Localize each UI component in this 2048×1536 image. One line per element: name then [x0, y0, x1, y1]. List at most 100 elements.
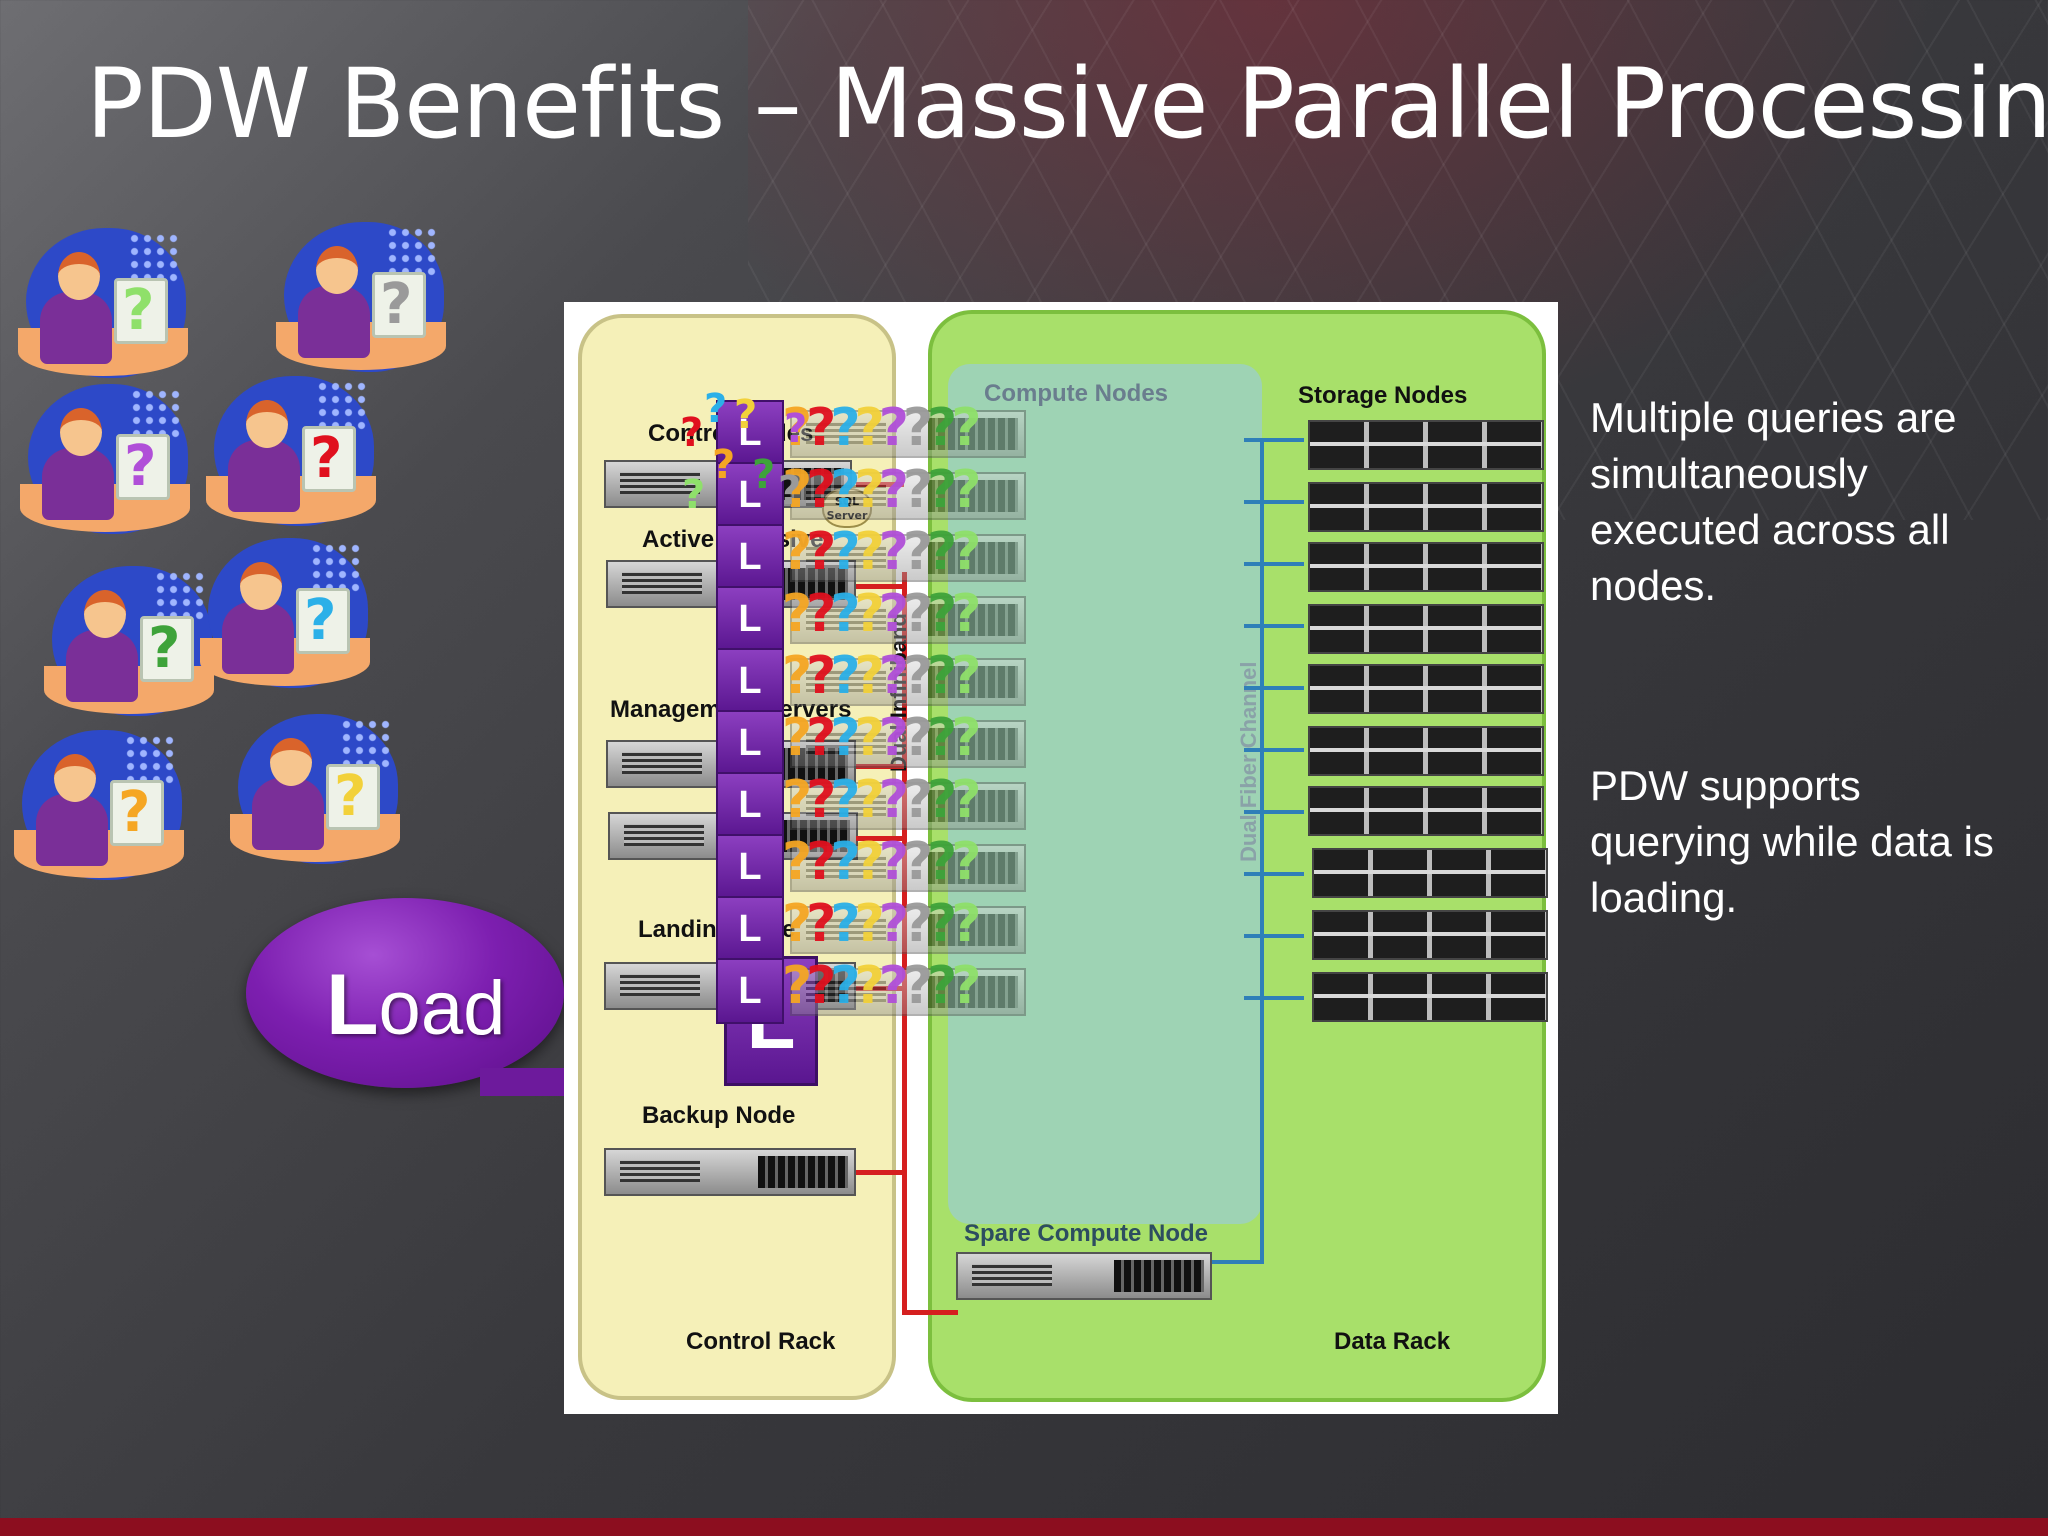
query-question-mark: ?: [806, 646, 836, 706]
query-question-mark: ?: [927, 708, 957, 768]
query-question-mark: ?: [878, 584, 909, 644]
compute-node-load-l: L: [716, 586, 784, 652]
compute-node-queries: ????????: [782, 584, 981, 654]
user-dots: [310, 542, 364, 592]
compute-node-load-l: L: [716, 400, 784, 466]
query-question-mark: ?: [830, 646, 860, 706]
query-question-mark: ?: [854, 832, 885, 892]
fiber-link: [1244, 686, 1304, 690]
query-question-mark: ?: [902, 956, 933, 1016]
person-body: [228, 440, 300, 512]
compute-node-server: [790, 720, 1026, 768]
query-question-mark: ?: [854, 584, 885, 644]
query-question-mark: ?: [830, 584, 860, 644]
query-question-mark: ?: [878, 832, 909, 892]
query-question-mark: ?: [854, 522, 885, 582]
query-question-mark: ?: [830, 522, 860, 582]
compute-node-server: [790, 782, 1026, 830]
query-question-mark: ?: [148, 616, 181, 681]
backup-node-server: [604, 1148, 856, 1196]
query-question-mark: ?: [951, 460, 981, 520]
query-question-mark: ?: [902, 522, 933, 582]
computer-monitor-icon: [326, 764, 380, 830]
person-head: [316, 246, 358, 294]
user-at-computer: ?: [276, 216, 446, 376]
query-question-mark: ?: [712, 442, 736, 488]
compute-node-queries: ????????: [782, 646, 981, 716]
query-question-mark: ?: [854, 398, 885, 458]
query-question-mark: ?: [902, 832, 933, 892]
query-question-mark: ?: [854, 460, 885, 520]
query-question-mark: ?: [782, 584, 812, 644]
fiber-link: [1244, 624, 1304, 628]
fiber-link: [1244, 872, 1304, 876]
query-question-mark: ?: [830, 708, 860, 768]
infiniband-link: [856, 584, 904, 589]
spare-node-wire: [902, 1310, 958, 1315]
query-question-mark: ?: [310, 426, 343, 491]
compute-node-load-l: L: [716, 772, 784, 838]
query-question-mark: ?: [878, 460, 909, 520]
fiber-link: [1244, 810, 1304, 814]
query-question-mark: ?: [878, 956, 909, 1016]
benefit-point-2: PDW supports querying while data is load…: [1590, 762, 1994, 921]
query-question-mark: ?: [806, 708, 836, 768]
user-dots: [128, 232, 182, 282]
query-question-mark: ?: [902, 584, 933, 644]
storage-node: [1308, 482, 1544, 532]
compute-node-queries: ????????: [782, 832, 981, 902]
query-question-mark: ?: [682, 472, 706, 518]
person-head: [58, 252, 100, 300]
fiber-channel-bus: [1260, 442, 1264, 1262]
compute-node-queries: ????????: [782, 894, 981, 964]
computer-monitor-icon: [114, 278, 168, 344]
computer-monitor-icon: [372, 272, 426, 338]
query-question-mark: ?: [782, 956, 812, 1016]
compute-node-server: [790, 658, 1026, 706]
load-bubble: [246, 898, 564, 1088]
storage-node: [1308, 664, 1544, 714]
query-question-mark: ?: [806, 460, 836, 520]
storage-node: [1312, 972, 1548, 1022]
spare-compute-node-label: Spare Compute Node: [964, 1220, 1209, 1247]
query-question-mark: ?: [704, 386, 728, 432]
load-label-first-letter: L: [326, 957, 379, 1053]
fiber-link: [1244, 996, 1304, 1000]
query-question-mark: ?: [951, 584, 981, 644]
computer-monitor-icon: [116, 434, 170, 500]
query-question-mark: ?: [927, 832, 957, 892]
person-head: [270, 738, 312, 786]
storage-node: [1308, 604, 1544, 654]
query-question-mark: ?: [782, 708, 812, 768]
storage-node: [1308, 420, 1544, 470]
query-question-mark: ?: [380, 272, 413, 337]
load-label-rest: oad: [378, 966, 506, 1051]
user-dots: [124, 734, 178, 784]
user-at-computer: ?: [18, 222, 188, 382]
pdw-architecture-diagram: Control Nodes SQL Server Active / Passiv…: [564, 302, 1558, 1414]
user-at-computer: ?: [14, 724, 184, 884]
person-body: [222, 602, 294, 674]
person-body: [66, 630, 138, 702]
data-rack-label: Data Rack: [1334, 1328, 1451, 1355]
query-question-mark: ?: [782, 894, 812, 954]
query-question-mark: ?: [951, 398, 981, 458]
person-head: [84, 590, 126, 638]
query-question-mark: ?: [927, 584, 957, 644]
query-question-mark: ?: [902, 708, 933, 768]
person-body: [40, 292, 112, 364]
compute-node-load-l: L: [716, 462, 784, 528]
query-question-mark: ?: [854, 894, 885, 954]
fiber-link: [1244, 748, 1304, 752]
compute-node-server: [790, 534, 1026, 582]
query-question-mark: ?: [778, 468, 802, 514]
load-bubble-tail: [480, 1068, 568, 1096]
query-question-mark: ?: [806, 398, 836, 458]
query-question-mark: ?: [830, 460, 860, 520]
storage-nodes-label: Storage Nodes: [1298, 382, 1468, 409]
query-question-mark: ?: [784, 406, 808, 452]
query-question-mark: ?: [830, 894, 860, 954]
benefit-point-1: Multiple queries are simultaneously exec…: [1590, 394, 1957, 609]
query-question-mark: ?: [951, 770, 981, 830]
compute-node-queries: ????????: [782, 956, 981, 1026]
